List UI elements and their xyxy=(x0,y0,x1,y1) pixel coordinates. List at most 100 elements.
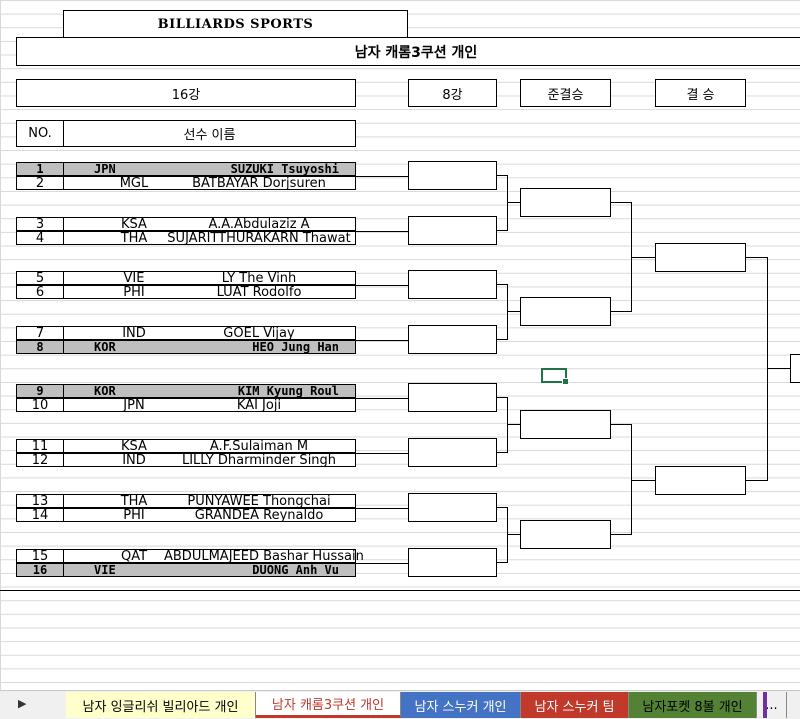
sheet-tab-2[interactable]: 남자 캐롬3쿠션 개인 xyxy=(256,692,401,718)
bracket-line xyxy=(497,452,508,453)
player-country: KSA xyxy=(121,438,147,454)
player-no-cell[interactable]: 13 xyxy=(16,494,64,508)
sheet-tab-5[interactable]: 남자포켓 8볼 개인 xyxy=(629,692,757,718)
player-country: THA xyxy=(120,230,148,246)
quarterfinal-slot[interactable] xyxy=(408,161,497,190)
champion-slot[interactable] xyxy=(790,354,800,383)
bracket-line xyxy=(631,257,655,258)
quarterfinal-slot[interactable] xyxy=(408,548,497,577)
player-no-cell[interactable]: 15 xyxy=(16,549,64,563)
sheet-title: BILLIARDS SPORTS xyxy=(63,10,408,38)
player-no-cell[interactable]: 5 xyxy=(16,271,64,285)
quarterfinal-slot[interactable] xyxy=(408,493,497,522)
player-name: SUJARITTHURAKARN Thawat xyxy=(167,230,351,246)
bracket-line xyxy=(611,202,632,203)
event-title: 남자 캐롬3쿠션 개인 xyxy=(16,37,800,66)
player-no-cell[interactable]: 9 xyxy=(16,384,64,398)
player-name: LILLY Dharminder Singh xyxy=(181,452,337,468)
player-no-cell[interactable]: 16 xyxy=(16,563,64,577)
sheet-tab-4[interactable]: 남자 스누커 팀 xyxy=(521,692,629,718)
bracket-line xyxy=(356,285,408,286)
bracket-line xyxy=(746,480,768,481)
quarterfinal-slot[interactable] xyxy=(408,438,497,467)
bracket-line xyxy=(507,175,508,231)
semifinal-slot[interactable] xyxy=(520,297,611,326)
final-slot[interactable] xyxy=(655,466,746,495)
player-country: THA xyxy=(120,493,148,509)
player-name-cell[interactable]: THA SUJARITTHURAKARN Thawat xyxy=(63,231,356,245)
player-country: IND xyxy=(122,452,146,468)
bracket-line xyxy=(497,397,508,398)
sheet-tab-1[interactable]: 남자 잉글리쉬 빌리아드 개인 xyxy=(66,692,256,718)
player-name-cell[interactable]: QAT ABDULMAJEED Bashar Hussain xyxy=(63,548,364,564)
bracket-line xyxy=(611,534,632,535)
player-name: GOEL Vijay xyxy=(223,325,295,341)
player-country: KSA xyxy=(121,216,147,232)
tab-scroll-right-icon[interactable]: ▶ xyxy=(18,697,27,710)
player-name: BATBAYAR Dorjsuren xyxy=(192,175,326,191)
player-no-cell[interactable]: 7 xyxy=(16,326,64,340)
quarterfinal-slot[interactable] xyxy=(408,325,497,354)
sheet-tab-3[interactable]: 남자 스누커 개인 xyxy=(401,692,521,718)
player-name: GRANDEA Reynaldo xyxy=(194,507,324,523)
spreadsheet-grid[interactable]: BILLIARDS SPORTS 남자 캐롬3쿠션 개인 16강 8강 준결승 … xyxy=(0,0,800,690)
bracket-line xyxy=(767,257,768,481)
column-header-name: 선수 이름 xyxy=(63,120,356,147)
selected-cell[interactable] xyxy=(541,368,569,385)
tab-color-strip xyxy=(763,692,767,718)
player-no-cell[interactable]: 11 xyxy=(16,439,64,453)
semifinal-slot[interactable] xyxy=(520,188,611,217)
final-slot[interactable] xyxy=(655,243,746,272)
player-no-cell[interactable]: 4 xyxy=(16,231,64,245)
player-name: KAI Joji xyxy=(236,397,282,413)
player-name-cell[interactable]: IND LILLY Dharminder Singh xyxy=(63,453,356,467)
bracket-line xyxy=(507,284,508,340)
header-semifinal: 준결승 xyxy=(520,79,611,107)
player-no-cell[interactable]: 8 xyxy=(16,340,64,354)
bracket-line xyxy=(507,311,520,312)
player-no-cell[interactable]: 3 xyxy=(16,217,64,231)
bracket-line xyxy=(497,562,508,563)
bracket-line xyxy=(507,534,520,535)
player-name: ABDULMAJEED Bashar Hussain xyxy=(164,548,364,564)
semifinal-slot[interactable] xyxy=(520,520,611,549)
bracket-line xyxy=(631,424,632,535)
quarterfinal-slot[interactable] xyxy=(408,216,497,245)
header-round-16: 16강 xyxy=(16,79,356,107)
player-name: LY The Vinh xyxy=(221,270,297,286)
player-no-cell[interactable]: 6 xyxy=(16,285,64,299)
quarterfinal-slot[interactable] xyxy=(408,383,497,412)
bracket-line xyxy=(507,507,508,563)
bracket-line xyxy=(497,175,508,176)
player-no-cell[interactable]: 2 xyxy=(16,176,64,190)
bracket-line xyxy=(611,424,632,425)
player-no-cell[interactable]: 10 xyxy=(16,398,64,412)
player-no-cell[interactable]: 12 xyxy=(16,453,64,467)
quarterfinal-slot[interactable] xyxy=(408,270,497,299)
player-country: QAT xyxy=(120,548,148,564)
player-name: DUONG Anh Vu xyxy=(252,562,339,577)
player-name: HEO Jung Han xyxy=(252,339,339,354)
player-country: KOR xyxy=(94,383,116,398)
bracket-line xyxy=(497,230,508,231)
player-no-cell[interactable]: 1 xyxy=(16,162,64,176)
semifinal-slot[interactable] xyxy=(520,410,611,439)
bracket-line xyxy=(356,563,408,564)
divider-line xyxy=(0,590,800,591)
sheet-tab-6[interactable]: ... xyxy=(757,692,787,718)
player-no-cell[interactable]: 14 xyxy=(16,508,64,522)
